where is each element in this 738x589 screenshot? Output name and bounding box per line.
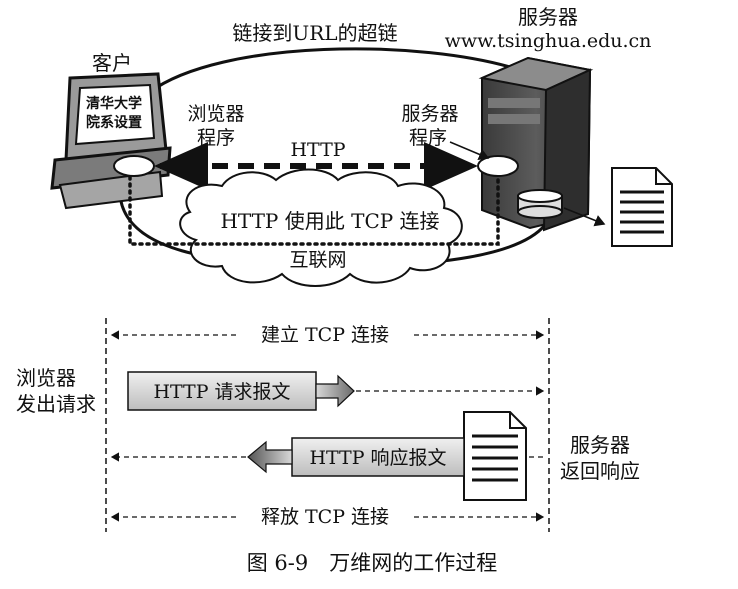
hyperlink-label: 链接到URL的超链 xyxy=(232,21,397,45)
server-response-line1: 服务器 xyxy=(570,433,630,457)
response-arrow xyxy=(247,440,293,474)
internet-label: 互联网 xyxy=(289,249,346,271)
request-message-label: HTTP 请求报文 xyxy=(153,381,290,403)
browser-program-line1: 浏览器 xyxy=(187,103,244,125)
screen-line1: 清华大学 xyxy=(86,95,142,112)
browser-program-node xyxy=(113,155,155,177)
server-program-line1: 服务器 xyxy=(401,103,458,125)
browser-request-line1: 浏览器 xyxy=(16,366,76,390)
server-tower-icon xyxy=(478,56,594,232)
browser-program-line2: 程序 xyxy=(197,127,235,149)
disk-to-document-arrow xyxy=(563,207,606,227)
request-arrow xyxy=(315,374,355,408)
server-response-line2: 返回响应 xyxy=(560,459,640,483)
disk-icon xyxy=(517,189,563,219)
server-document-icon xyxy=(611,167,673,247)
response-document-icon xyxy=(463,411,527,501)
tcp-dotted-connection xyxy=(128,175,500,246)
release-tcp-label: 释放 TCP 连接 xyxy=(261,506,389,528)
screen-line2: 院系设置 xyxy=(86,114,142,131)
http-label: HTTP xyxy=(290,139,345,161)
server-url: www.tsinghua.edu.cn xyxy=(445,30,652,52)
tcp-connection-label: HTTP 使用此 TCP 连接 xyxy=(220,209,439,233)
client-computer-icon xyxy=(50,72,172,210)
server-title: 服务器 xyxy=(518,5,578,29)
server-program-node xyxy=(477,155,519,177)
client-label: 客户 xyxy=(92,51,132,75)
establish-tcp-label: 建立 TCP 连接 xyxy=(261,324,389,346)
server-program-line2: 程序 xyxy=(409,127,447,149)
figure-caption: 图 6-9 万维网的工作过程 xyxy=(247,551,498,575)
response-message-label: HTTP 响应报文 xyxy=(309,447,446,469)
browser-request-line2: 发出请求 xyxy=(16,392,96,416)
